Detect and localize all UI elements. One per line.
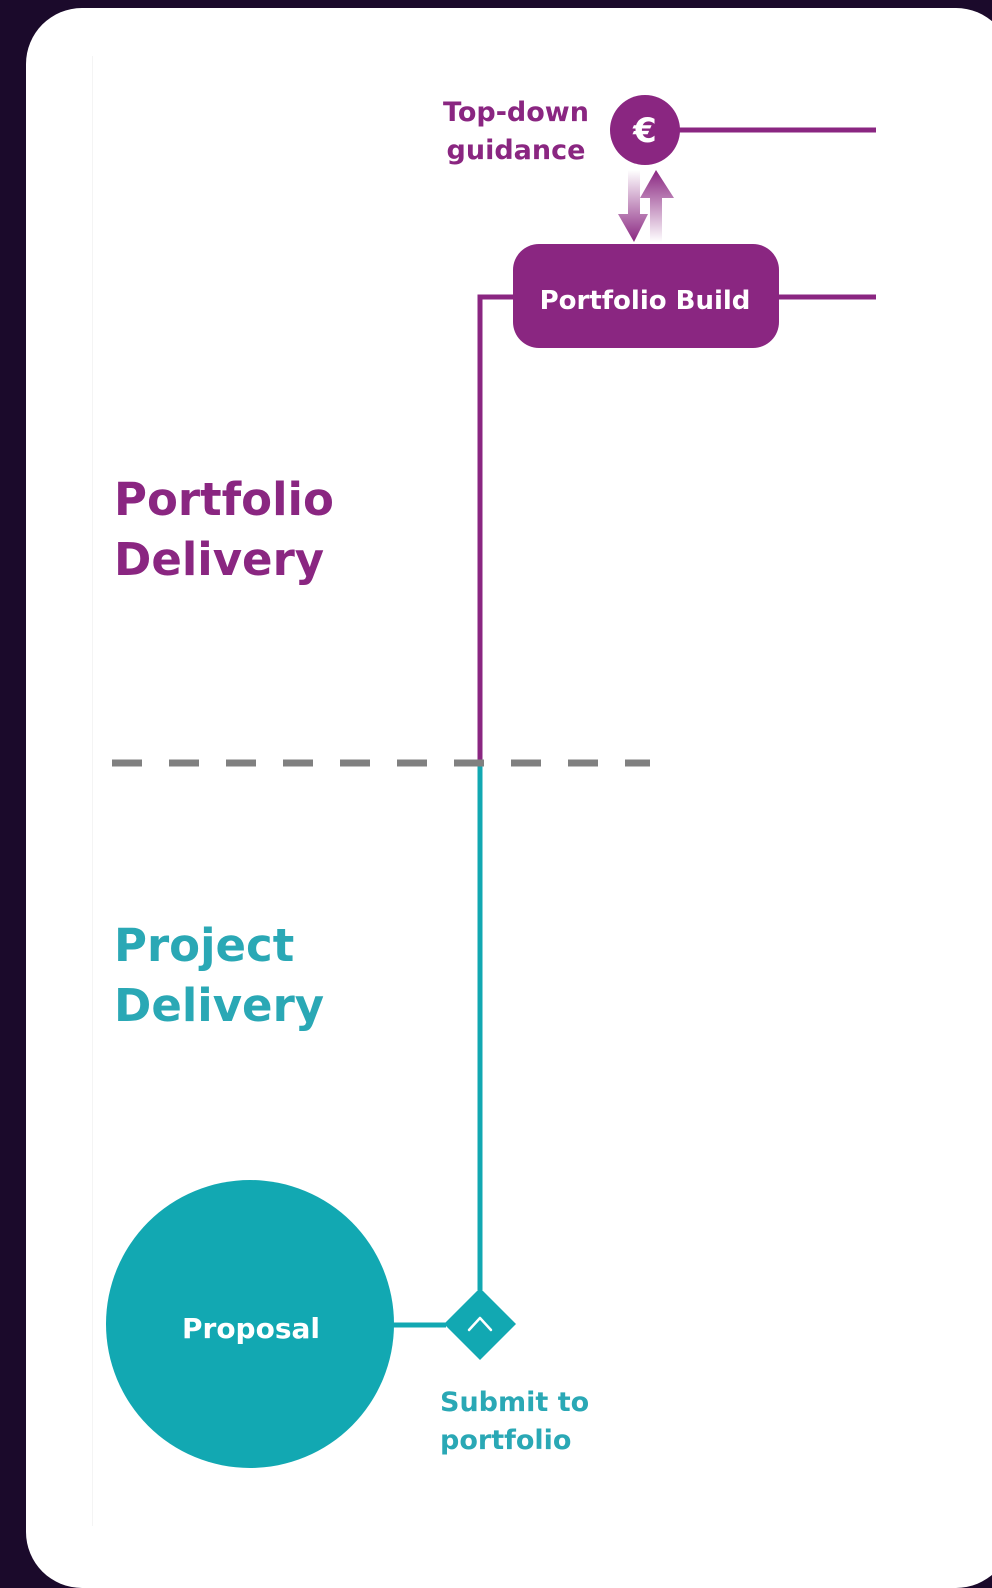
euro-symbol: € <box>632 111 657 151</box>
portfolio-flow-line <box>477 294 520 762</box>
submit-to-portfolio-label: Submit to portfolio <box>440 1387 590 1456</box>
exchange-arrows <box>618 170 674 242</box>
proposal-label: Proposal <box>182 1312 320 1345</box>
submit-gate <box>444 1288 516 1360</box>
project-delivery-title: Project Delivery <box>114 919 325 1032</box>
left-guide-line <box>92 56 93 1526</box>
portfolio-build-node: Portfolio Build <box>513 244 779 348</box>
proposal-node: Proposal <box>106 1180 394 1468</box>
down-arrow <box>618 170 648 242</box>
up-arrow <box>640 170 674 242</box>
portfolio-build-label: Portfolio Build <box>540 286 751 316</box>
euro-icon: € <box>610 95 680 165</box>
chevron-up-icon <box>467 1316 493 1332</box>
portfolio-delivery-title: Portfolio Delivery <box>114 473 334 586</box>
top-down-guidance-label: Top-down guidance <box>443 97 589 166</box>
